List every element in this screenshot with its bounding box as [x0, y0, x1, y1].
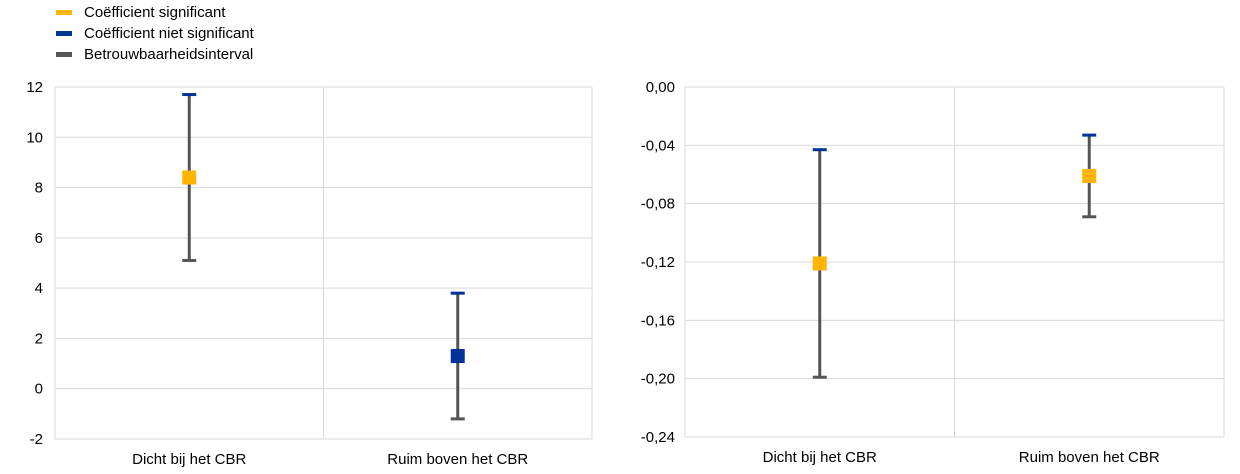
chart-2-y-tick-label: -0,04	[641, 137, 675, 154]
chart-2-x-tick-label: Ruim boven het CBR	[1019, 449, 1160, 466]
legend-label-interval: Betrouwbaarheidsinterval	[84, 46, 254, 63]
chart-2-y-tick-label: -0,20	[641, 371, 675, 388]
chart-2-y-tick-label: -0,08	[641, 196, 675, 213]
chart-1-y-tick-label: 0	[35, 381, 43, 398]
chart-1-y-tick-label: 4	[35, 280, 43, 297]
chart-1-y-tick-label: 10	[26, 129, 43, 146]
chart-1-coefficient-point	[182, 170, 197, 185]
chart-1-y-tick-label: 8	[35, 180, 43, 197]
chart-2-y-tick-label: -0,16	[641, 312, 675, 329]
chart-2-y-tick-label: -0,12	[641, 254, 675, 271]
chart-2-coefficient-point	[812, 256, 827, 271]
legend-item-interval: Betrouwbaarheidsinterval	[56, 44, 254, 65]
legend-item-significant: Coëfficient significant	[56, 2, 254, 23]
legend: Coëfficient significant Coëfficient niet…	[56, 2, 254, 65]
chart-1-x-tick-label: Dicht bij het CBR	[132, 451, 246, 468]
chart-1-coefficient-point	[450, 349, 465, 364]
chart-1-y-tick-label: 6	[35, 230, 43, 247]
legend-item-not-significant: Coëfficient niet significant	[56, 23, 254, 44]
legend-swatch-significant	[56, 10, 72, 15]
chart-2-y-tick-label: 0,00	[646, 79, 675, 96]
chart-1-y-tick-label: 2	[35, 330, 43, 347]
chart-2-y-tick-label: -0,24	[641, 429, 675, 446]
chart-2-x-tick-label: Dicht bij het CBR	[763, 449, 877, 466]
legend-swatch-interval	[56, 52, 72, 57]
chart-1-y-tick-label: 12	[26, 79, 43, 96]
legend-swatch-not-significant	[56, 31, 72, 36]
chart-1-y-tick-label: -2	[30, 431, 43, 448]
legend-label-not-significant: Coëfficient niet significant	[84, 25, 254, 42]
chart-2-coefficient-point	[1082, 168, 1097, 183]
chart-1-x-tick-label: Ruim boven het CBR	[387, 451, 528, 468]
legend-label-significant: Coëfficient significant	[84, 4, 226, 21]
